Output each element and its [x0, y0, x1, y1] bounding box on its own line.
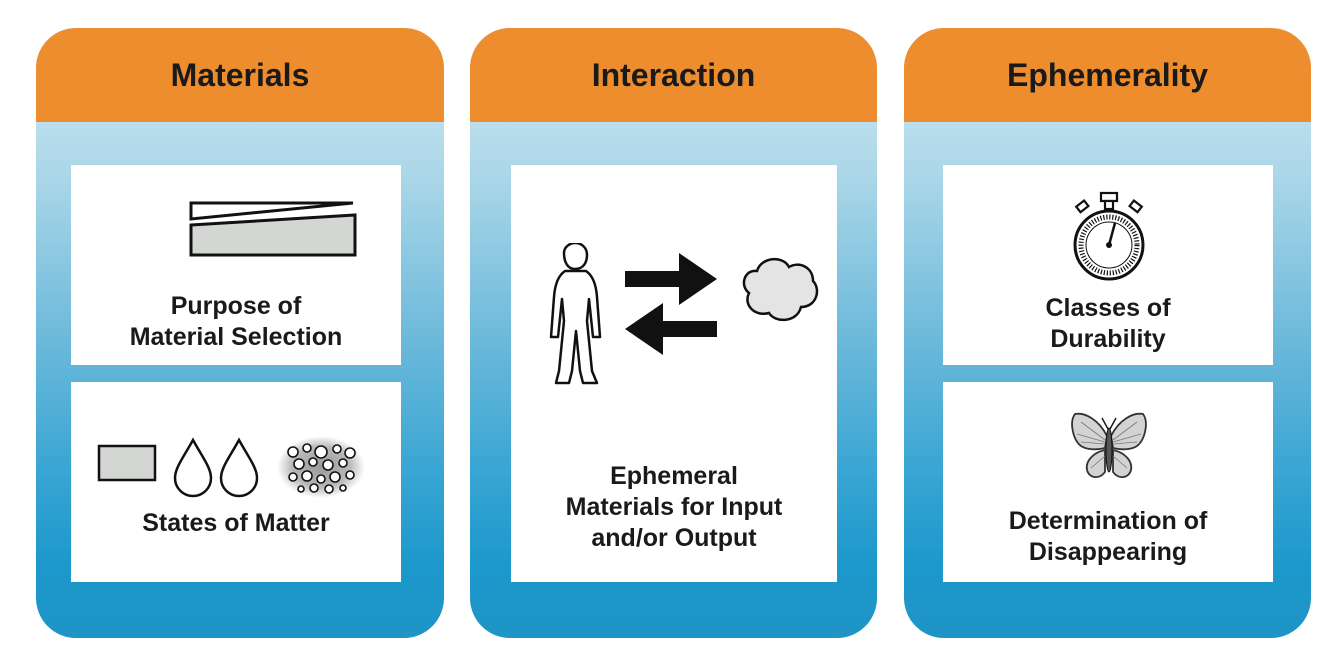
card-label: Determination of Disappearing	[1008, 507, 1208, 566]
column-header: Materials	[36, 28, 444, 122]
cloud-icon	[742, 258, 819, 321]
column-interaction: Interaction Ephemeral Materials for Inpu…	[470, 28, 877, 638]
column-materials: Materials Purpose of Material Selection	[36, 28, 444, 638]
person-icon	[549, 243, 602, 385]
card-purpose-of-material-selection: Purpose of Material Selection	[71, 165, 401, 365]
column-title: Materials	[170, 56, 310, 93]
card-determination-of-disappearing: Determination of Disappearing	[943, 382, 1273, 582]
card-label: Ephemeral Materials for Input and/or Out…	[565, 462, 783, 552]
card-ephemeral-materials: Ephemeral Materials for Input and/or Out…	[511, 165, 837, 582]
column-ephemerality: Ephemerality Classes of Durability	[904, 28, 1311, 638]
arrow-left-icon	[625, 303, 717, 355]
arrow-right-icon	[625, 253, 717, 305]
card-classes-of-durability: Classes of Durability	[943, 165, 1273, 365]
column-header: Ephemerality	[904, 28, 1311, 122]
person-exchange-icon	[549, 243, 819, 385]
card-label: Purpose of Material Selection	[129, 292, 343, 351]
butterfly-icon	[1071, 412, 1147, 478]
card-states-of-matter: States of Matter	[71, 382, 401, 582]
slanted-slab-icon	[189, 201, 357, 257]
card-label: States of Matter	[142, 509, 330, 537]
column-title: Interaction	[591, 56, 756, 93]
stopwatch-icon	[1073, 191, 1145, 281]
column-header: Interaction	[470, 28, 877, 122]
column-title: Ephemerality	[1007, 56, 1208, 93]
states-of-matter-icon	[97, 436, 365, 498]
card-label: Classes of Durability	[1045, 294, 1171, 353]
